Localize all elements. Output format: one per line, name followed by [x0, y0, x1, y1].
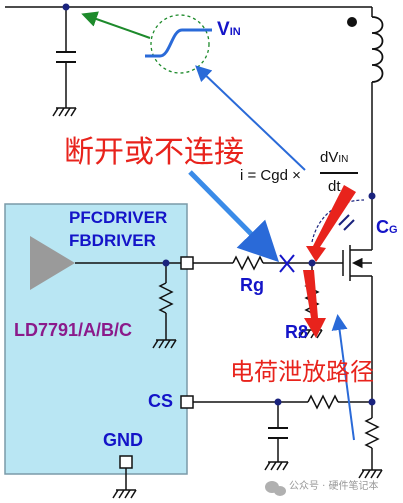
- capacitors: [56, 51, 288, 439]
- inductor-dot-icon: [347, 17, 357, 27]
- chip-label: LD7791/A/B/C: [14, 320, 133, 340]
- fbdriver-label: FBDRIVER: [69, 231, 156, 250]
- rg-label: Rg: [240, 275, 264, 295]
- resistors: [158, 255, 380, 449]
- red-arrow-icon: [306, 185, 356, 262]
- disconnect-label: 断开或不连接: [64, 135, 244, 170]
- gnd-label: GND: [103, 430, 143, 450]
- cg-label: CG: [376, 217, 398, 237]
- blue-arrow-to-gate-icon: [188, 170, 280, 263]
- green-arrow-icon: [81, 11, 151, 39]
- watermark: 公众号 · 硬件笔记本: [289, 481, 379, 492]
- cs-label: CS: [148, 391, 174, 411]
- formula-numerator: dVIN: [320, 149, 349, 166]
- dashed-circle-icon: [150, 14, 210, 74]
- rg-resistor: [232, 255, 264, 271]
- formula-fraction-bar: [320, 172, 358, 174]
- internal-resistor: [158, 282, 174, 314]
- pfcdriver-label: PFCDRIVER: [69, 208, 168, 227]
- sense-resistor: [364, 417, 380, 449]
- discharge-path-label: 电荷泄放路径: [230, 358, 374, 386]
- waveform-icon: [145, 28, 212, 58]
- red-arrow-down-icon: [303, 270, 326, 338]
- blue-arrow-icon: [195, 65, 306, 171]
- nodes: [62, 3, 376, 406]
- ground-symbols: [52, 107, 383, 499]
- formula-denominator: dt: [328, 178, 341, 195]
- wechat-icon: [265, 481, 286, 496]
- vin-label: VIN: [217, 19, 241, 40]
- driver-triangle-icon: [30, 236, 75, 290]
- r8-label: R8: [285, 322, 309, 342]
- disconnect-x-icon: [279, 254, 295, 273]
- formula-lhs: i = Cgd ×: [240, 167, 301, 184]
- cgd-capacitor: [338, 214, 355, 231]
- blue-arrow-up-icon: [331, 314, 355, 441]
- ic-pins: [119, 256, 194, 469]
- inductor: [371, 16, 384, 83]
- cs-resistor: [307, 394, 339, 410]
